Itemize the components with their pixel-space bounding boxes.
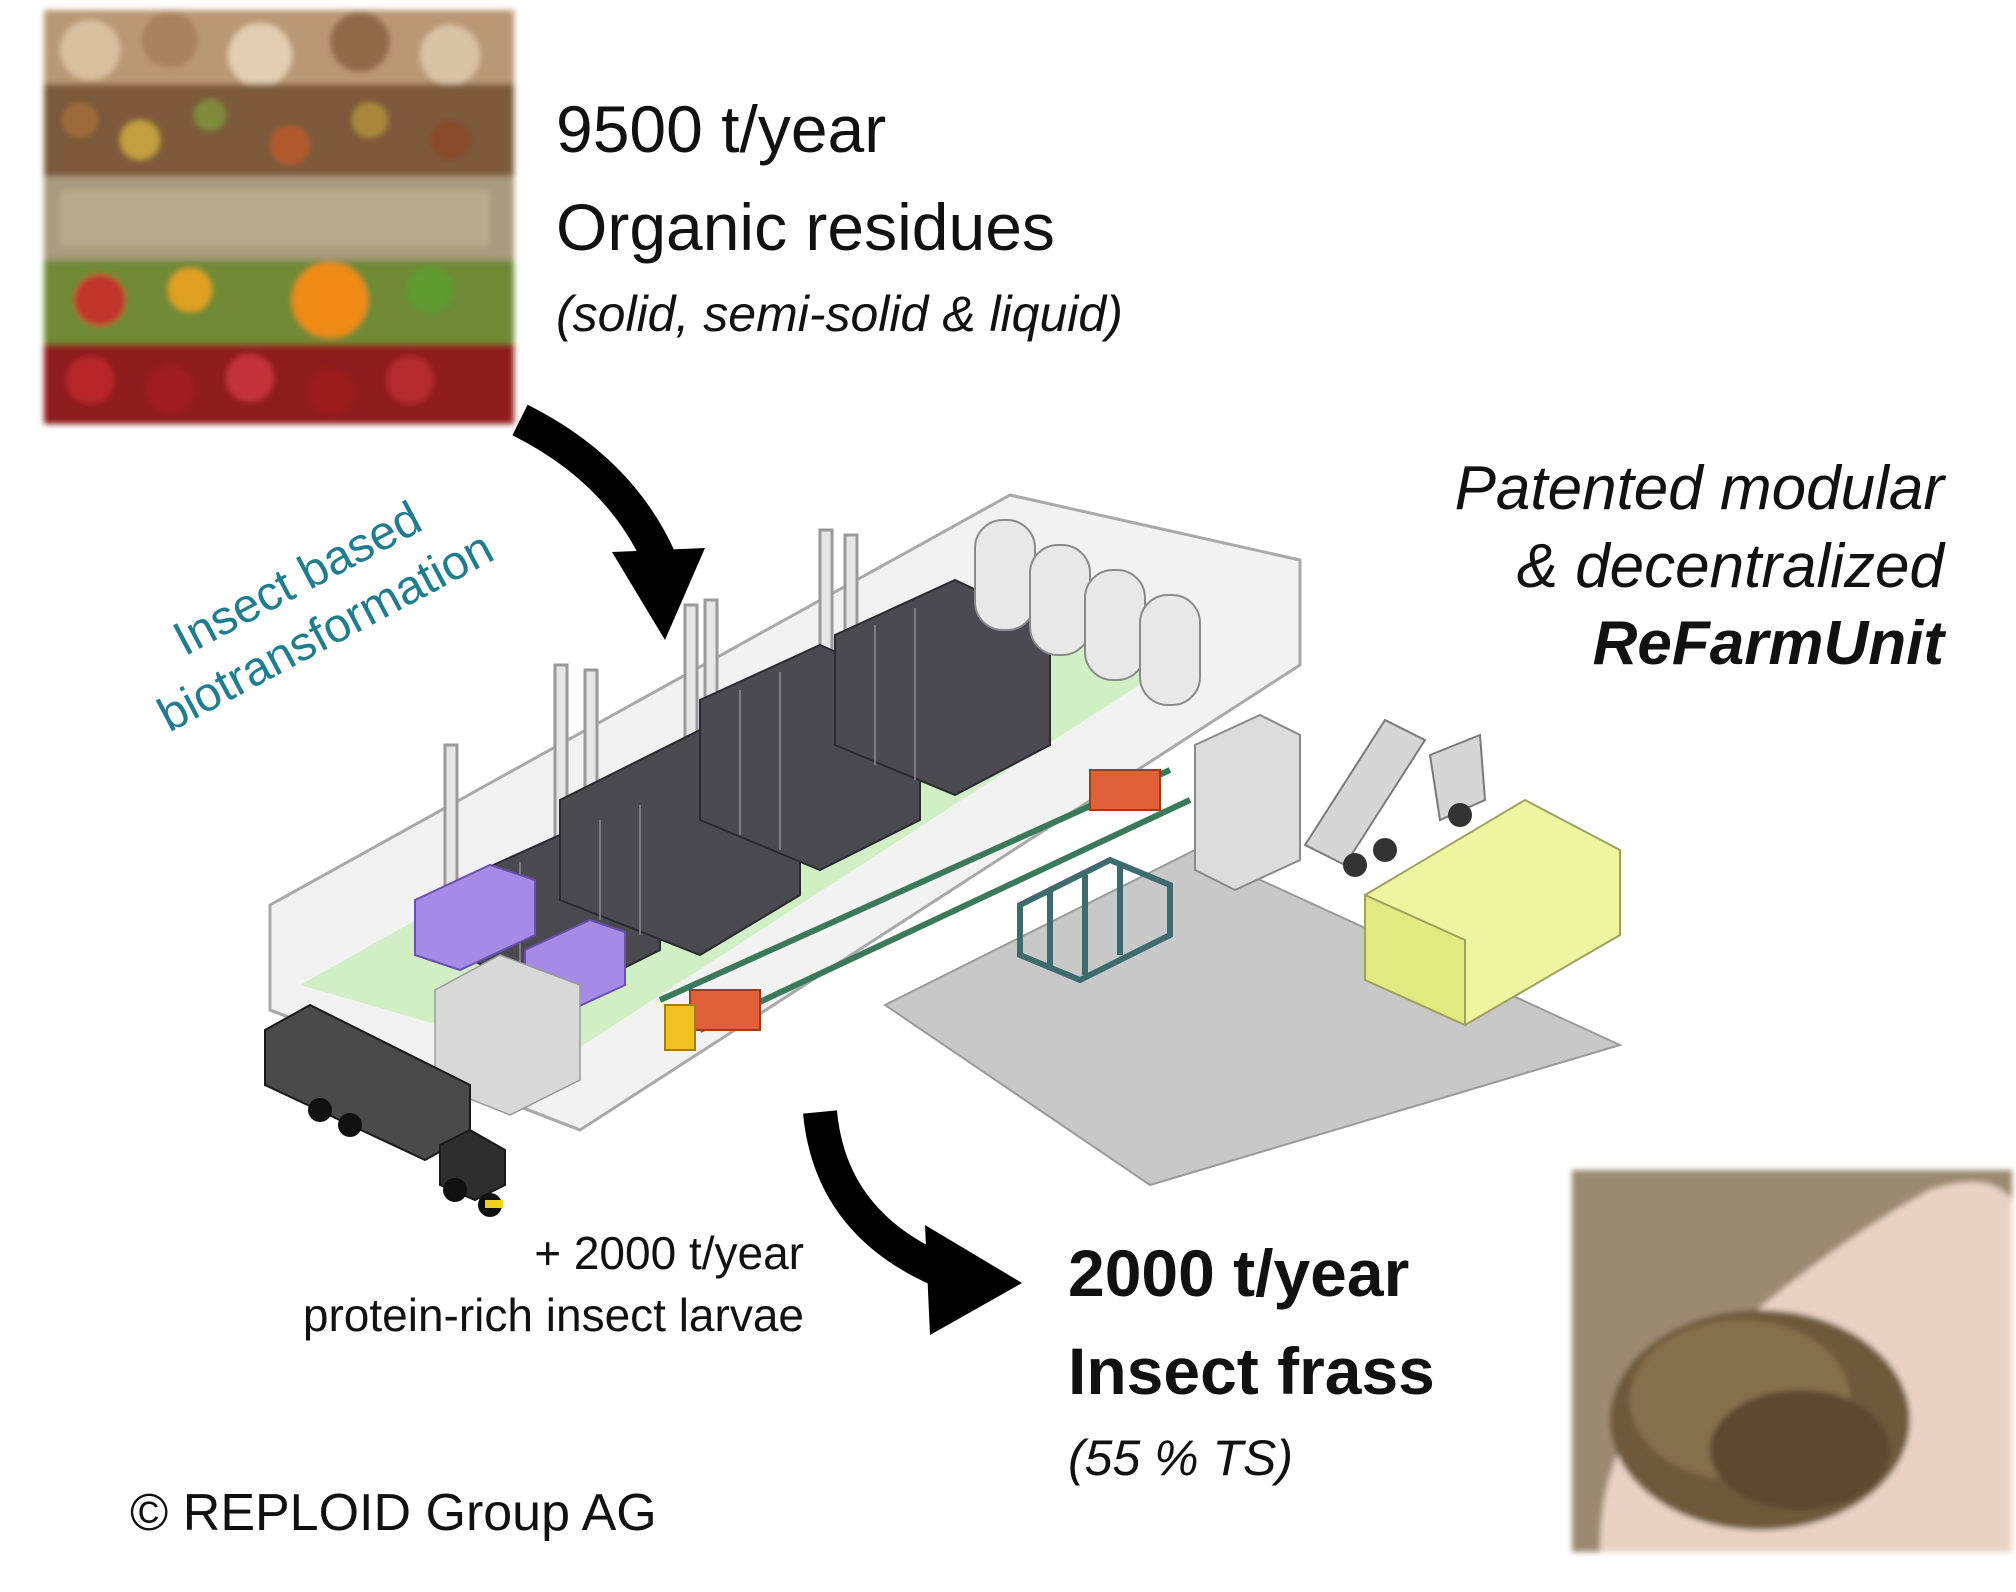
plant-line-2: & decentralized xyxy=(1516,531,1944,601)
output-arrow xyxy=(803,1110,1022,1335)
plant-name: ReFarmUnit xyxy=(1592,609,1944,678)
plant-line-1: Patented modular xyxy=(1454,454,1944,523)
frass-note: (55 % TS) xyxy=(1068,1430,1294,1486)
larvae-output: + 2000 t/year protein-rich insect larvae xyxy=(303,1222,804,1346)
larvae-quantity: + 2000 t/year xyxy=(534,1227,804,1279)
frass-quantity: 2000 t/year xyxy=(1068,1236,1410,1310)
organic-residues-photo xyxy=(44,10,514,424)
plant-description: Patented modular & decentralized ReFarmU… xyxy=(1455,450,1944,683)
larvae-name: protein-rich insect larvae xyxy=(302,1289,804,1342)
input-arrow xyxy=(512,404,705,640)
input-quantity: 9500 t/year xyxy=(556,92,887,166)
refarmunit-facility-drawing xyxy=(264,493,1623,1217)
input-name: Organic residues xyxy=(556,190,1055,264)
frass-name: Insect frass xyxy=(1068,1334,1435,1408)
input-note: (solid, semi-solid & liquid) xyxy=(556,286,1123,342)
insect-frass-photo xyxy=(1572,1170,2012,1552)
copyright-notice: © REPLOID Group AG xyxy=(130,1484,657,1542)
